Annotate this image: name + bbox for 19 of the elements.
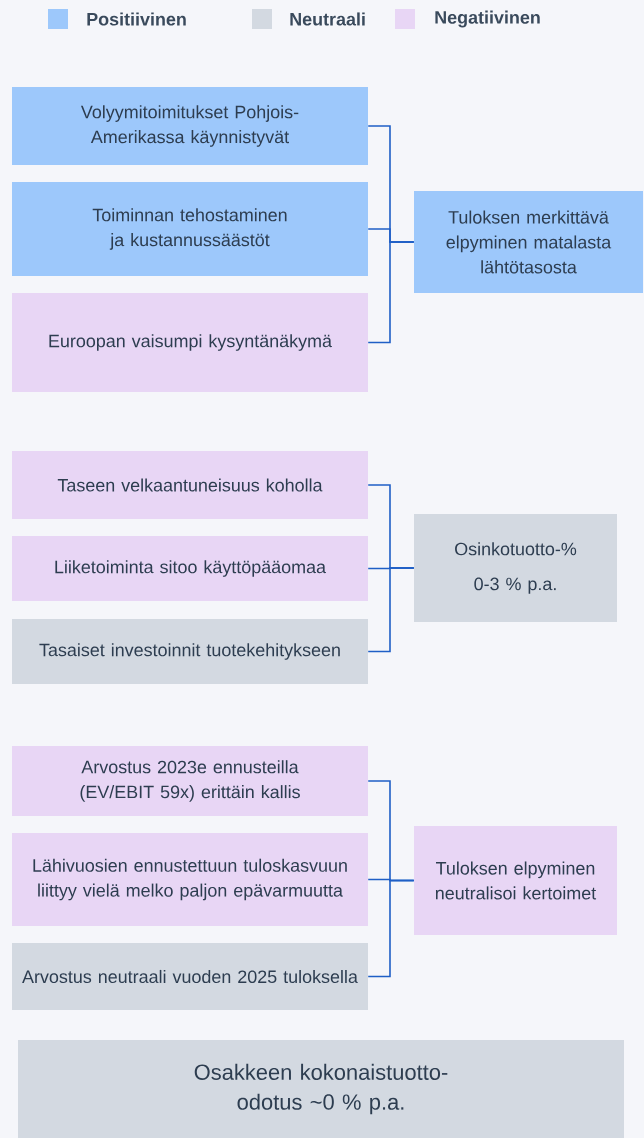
text-box: Toiminnan tehostaminen ja kustannussäästöt — [12, 182, 368, 276]
text-box: Tasaiset investoinnit tuotekehitykseen — [12, 619, 368, 684]
connector-line — [367, 879, 415, 978]
text-box: Taseen velkaantuneisuus koholla — [12, 451, 368, 519]
legend-label: Neutraali — [290, 12, 365, 26]
text-box: Tuloksen elpyminen neutralisoi kertoimet — [414, 826, 617, 935]
legend-label: Negatiivinen — [435, 10, 540, 28]
text-box: Liiketoiminta sitoo käyttöpääomaa — [12, 536, 368, 601]
text-box: Lähivuosien ennustettuun tuloskasvuun liittyy vielä melko paljon epävarmuutta — [12, 833, 368, 926]
text-box: Arvostus neutraali vuoden 2025 tuloksella — [12, 943, 368, 1010]
text-box: Volyymitoimitukset Pohjois-Amerikassa käynnistyvät — [12, 87, 368, 165]
connector-line — [367, 241, 415, 344]
text-box: Tuloksen merkittävä elpyminen matalasta lähtötasosta — [414, 191, 643, 293]
connector-line — [367, 567, 415, 653]
text-box: Arvostus 2023e ennusteilla (EV/EBIT 59x) erittäin kallis — [12, 746, 368, 816]
text-box: Euroopan vaisumpi kysyntänäkymä — [12, 293, 368, 392]
text-box: Osakkeen kokonaistuotto-odotus ~0 % p.a. — [18, 1040, 624, 1138]
text-box: Osinkotuotto-% 0-3 % p.a. — [414, 514, 617, 622]
legend-label: Positiivinen — [87, 12, 186, 26]
